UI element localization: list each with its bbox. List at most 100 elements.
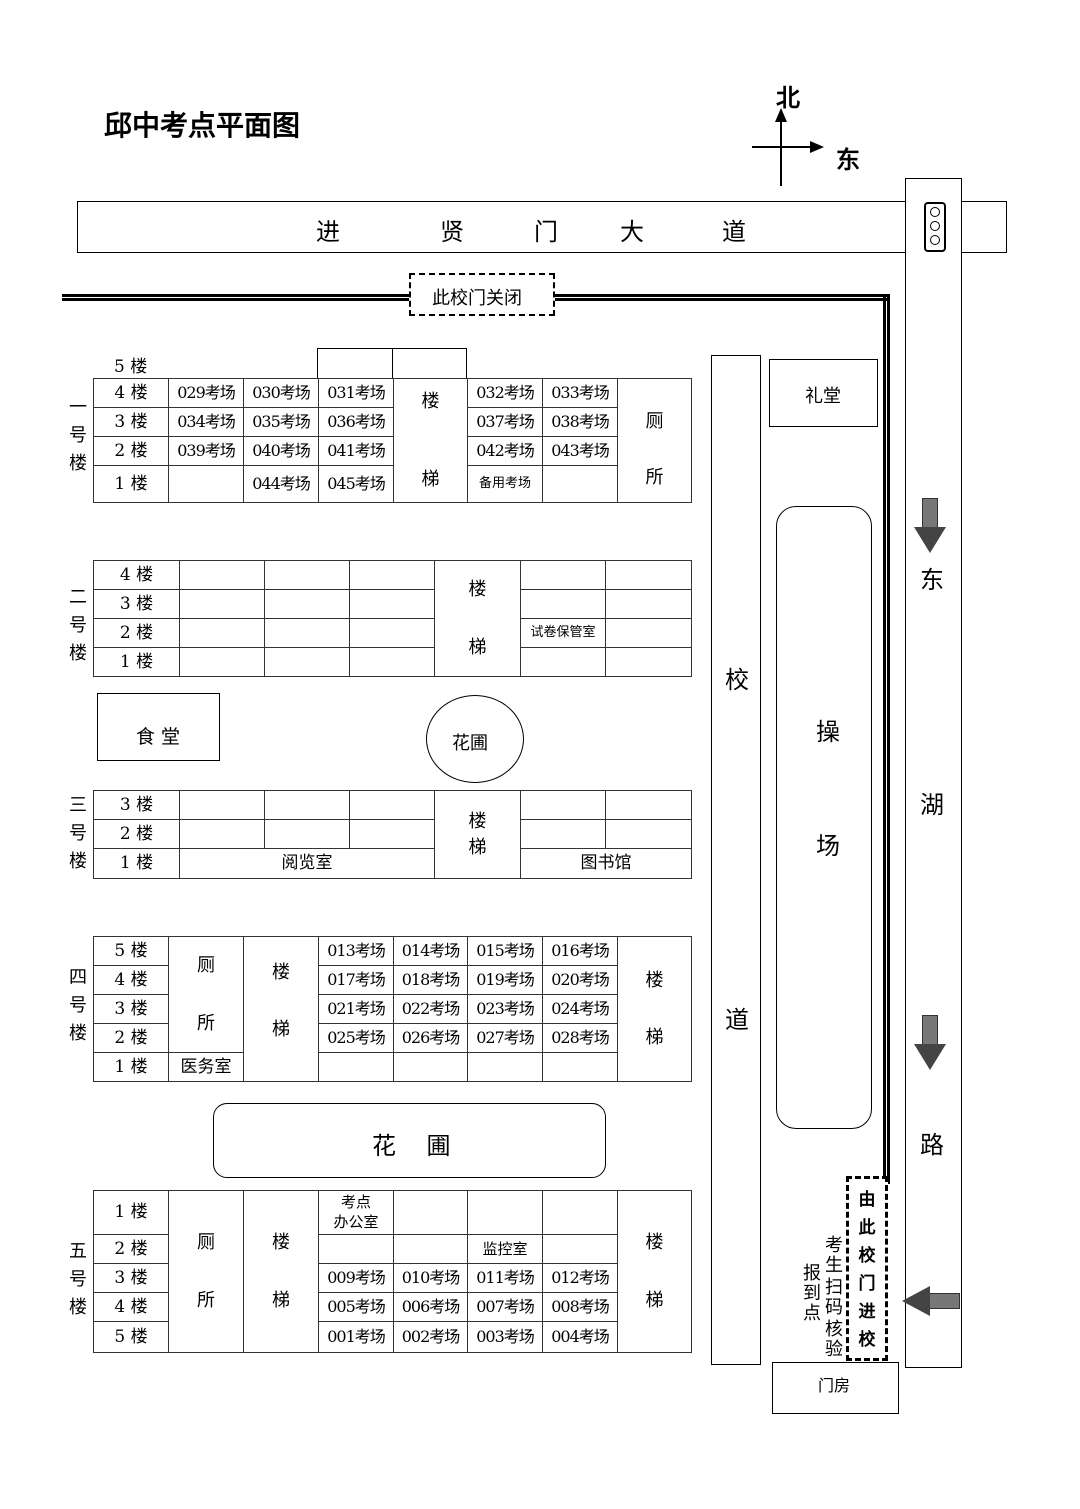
exam-room-cell: 004考场 (542, 1321, 618, 1353)
toilet-char: 厕 (197, 1232, 215, 1254)
library-cell: 图书馆 (520, 848, 692, 879)
exam-room-cell: 备用考场 (467, 465, 543, 503)
room-cell (542, 1052, 618, 1082)
exam-room-cell: 040考场 (243, 436, 319, 466)
room-cell (393, 1190, 468, 1235)
floor-cell: 3 楼 (93, 407, 169, 437)
east-road-char: 湖 (920, 791, 944, 819)
north-road-char: 门 (534, 218, 558, 246)
north-road-char: 道 (722, 218, 746, 246)
exam-room-cell: 002考场 (393, 1321, 468, 1353)
toilet-cell: 厕 所 (168, 1190, 244, 1353)
exam-room-cell: 018考场 (393, 965, 468, 995)
exam-room-cell: 033考场 (542, 378, 618, 408)
floor-cell: 4 楼 (93, 560, 180, 590)
exam-room-cell: 032考场 (467, 378, 543, 408)
checkpoint-col: 考生 (825, 1235, 843, 1276)
gate-char: 校 (858, 1330, 876, 1350)
room-cell (349, 647, 435, 677)
stair-char: 梯 (468, 836, 487, 858)
floor-label: 5 楼 (114, 357, 148, 377)
building-1-label: 一号楼 (66, 394, 90, 478)
exam-room-cell (542, 465, 618, 503)
office-label: 办公室 (333, 1212, 379, 1231)
stair-char: 梯 (645, 1027, 664, 1048)
exam-room-cell: 019考场 (467, 965, 543, 995)
room-cell (605, 790, 692, 820)
exam-room-cell: 036考场 (318, 407, 394, 437)
stair-char: 梯 (645, 1289, 664, 1311)
exam-room-cell: 014考场 (393, 936, 468, 966)
school-road (711, 355, 761, 1365)
room-cell (520, 790, 606, 820)
exam-room-cell: 009考场 (318, 1263, 394, 1293)
exam-room-cell (168, 465, 244, 503)
exam-room-cell: 015考场 (467, 936, 543, 966)
floor-cell: 3 楼 (93, 1263, 169, 1293)
room-cell (520, 589, 606, 619)
floor-cell: 1 楼 (93, 465, 169, 503)
gatehouse-label: 门房 (818, 1376, 851, 1395)
exam-room-cell: 041考场 (318, 436, 394, 466)
room-cell (264, 560, 350, 590)
building-3-label: 三号楼 (66, 792, 90, 876)
exam-room-cell: 030考场 (243, 378, 319, 408)
school-road-char: 校 (725, 666, 749, 694)
floor-cell: 1 楼 (93, 1190, 169, 1235)
exam-room-cell: 005考场 (318, 1292, 394, 1322)
gate-char: 由 (858, 1190, 876, 1210)
exam-room-cell: 034考场 (168, 407, 244, 437)
exam-room-cell: 022考场 (393, 994, 468, 1024)
big-garden-label: 花 圃 (372, 1132, 451, 1160)
toilet-char: 厕 (197, 955, 215, 977)
exam-room-cell: 042考场 (467, 436, 543, 466)
exam-room-cell: 027考场 (467, 1023, 543, 1053)
toilet-cell: 厕 所 (168, 936, 244, 1053)
floor-cell: 2 楼 (93, 819, 180, 849)
building-5-label: 五号楼 (66, 1238, 90, 1322)
room-cell (264, 589, 350, 619)
room-cell (520, 819, 606, 849)
exam-room-cell: 017考场 (318, 965, 394, 995)
toilet-char: 所 (645, 466, 664, 488)
exam-room-cell: 012考场 (542, 1263, 618, 1293)
north-label: 北 (776, 84, 800, 112)
auditorium (769, 359, 878, 427)
floor-cell: 4 楼 (93, 378, 169, 408)
room-cell (179, 618, 265, 648)
auditorium-label: 礼堂 (805, 386, 841, 407)
room-cell (520, 647, 606, 677)
campus-wall-east (883, 294, 890, 1184)
floor-cell: 2 楼 (93, 1023, 169, 1053)
floor-cell: 2 楼 (93, 1234, 169, 1264)
exam-room-cell: 024考场 (542, 994, 618, 1024)
building-label-text: 三号楼 (69, 795, 87, 872)
gate-char: 门 (858, 1274, 876, 1294)
exam-room-cell: 023考场 (467, 994, 543, 1024)
room-cell (349, 560, 435, 590)
floor-cell: 3 楼 (93, 994, 169, 1024)
room-cell (179, 589, 265, 619)
exam-room-cell: 021考场 (318, 994, 394, 1024)
room-cell (179, 819, 265, 849)
building-2-label: 二号楼 (66, 584, 90, 668)
building-2-grid: 4 楼 楼 梯 3 楼 2 楼 试卷保管室 1 楼 (93, 560, 692, 677)
room-cell (605, 589, 692, 619)
floor-cell: 1 楼 (93, 848, 180, 879)
exam-room-cell: 035考场 (243, 407, 319, 437)
reading-room-cell: 阅览室 (179, 848, 435, 879)
toilet-char: 厕 (645, 411, 664, 433)
stair-char: 楼 (421, 391, 440, 413)
big-garden (213, 1103, 606, 1178)
office-cell: 考点 办公室 (318, 1190, 394, 1235)
stair-cell: 楼 梯 (617, 936, 692, 1082)
room-cell (179, 560, 265, 590)
playground-char: 场 (816, 832, 840, 860)
exam-room-cell: 026考场 (393, 1023, 468, 1053)
building-5-grid: 1 楼 厕 所 楼 梯 考点 办公室 楼 梯 2 楼 监控室 3 楼 (93, 1190, 692, 1353)
north-arrow-icon (775, 108, 787, 122)
compass-horizontal-line (752, 146, 812, 148)
room-cell (467, 1052, 543, 1082)
closed-gate (409, 273, 555, 316)
toilet-char: 所 (197, 1289, 215, 1311)
